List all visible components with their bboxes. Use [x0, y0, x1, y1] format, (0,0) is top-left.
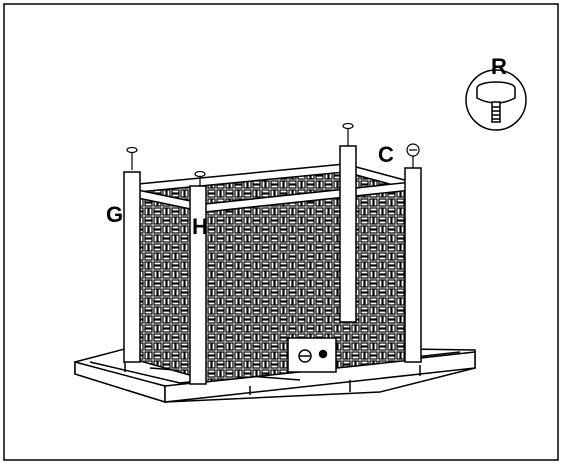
bolt-icon — [126, 122, 420, 186]
foot-pad-icon — [465, 69, 527, 131]
cam-lock-icon — [287, 337, 337, 373]
post-back-right — [339, 145, 357, 323]
label-h: H — [192, 214, 208, 239]
post-g — [123, 171, 141, 363]
corner-posts — [123, 145, 422, 385]
post-c — [404, 167, 422, 363]
label-c: C — [378, 142, 394, 167]
label-g: G — [106, 202, 123, 227]
post-h — [189, 185, 207, 385]
label-r: R — [491, 54, 507, 79]
